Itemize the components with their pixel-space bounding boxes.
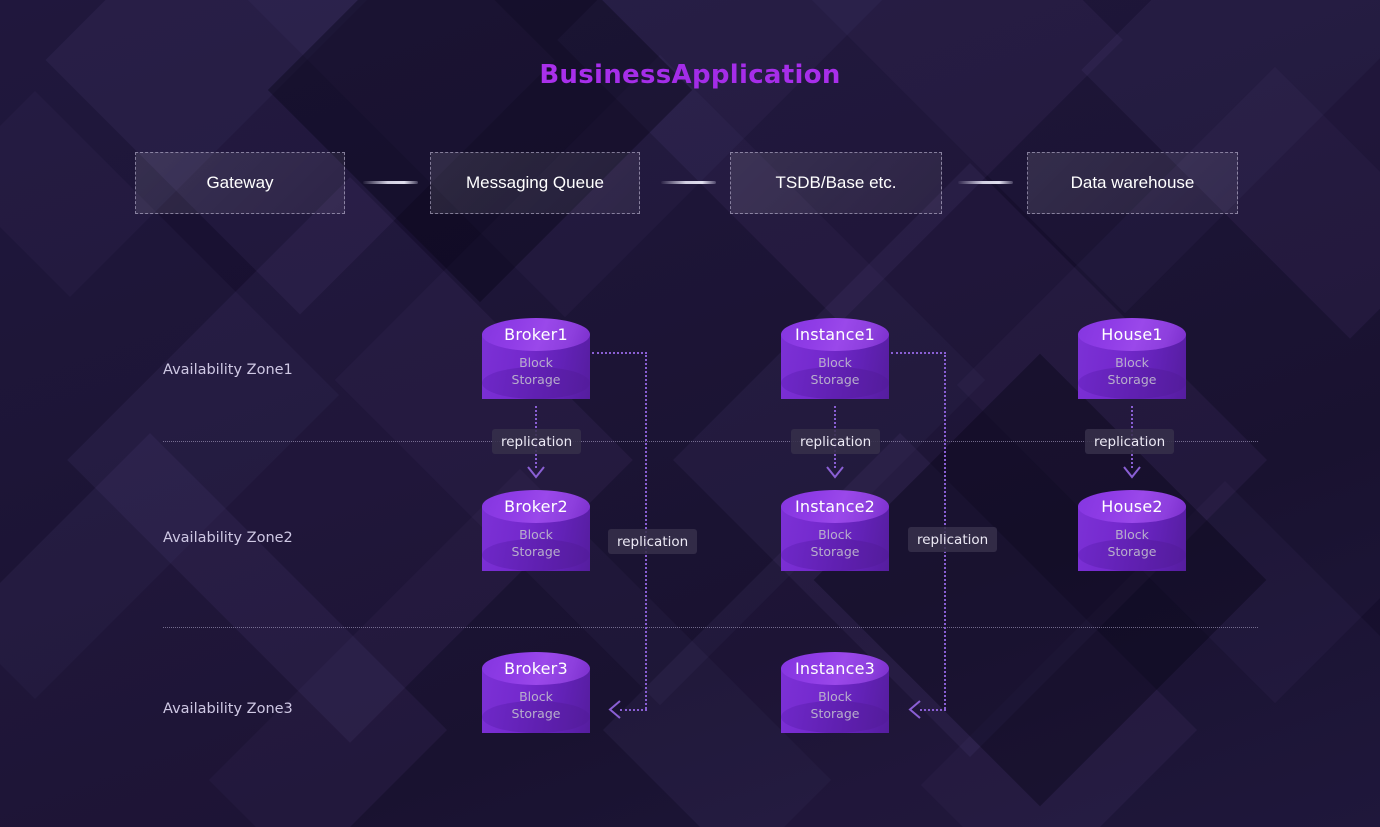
node-sublabel-line1: Block [818, 689, 852, 704]
cylinder-bottom [482, 539, 590, 571]
node-sublabel: Block Storage [482, 526, 590, 560]
cylinder-bottom [1078, 539, 1186, 571]
pipeline-box-messaging-queue[interactable]: Messaging Queue [430, 152, 640, 214]
node-sublabel-line2: Storage [511, 372, 561, 387]
cylinder-top [1078, 318, 1186, 351]
node-sublabel-line2: Storage [511, 706, 561, 721]
node-sublabel: Block Storage [482, 354, 590, 388]
node-sublabel-line2: Storage [1107, 544, 1157, 559]
page-title: BusinessApplication [0, 60, 1380, 90]
node-label: Instance3 [794, 659, 876, 678]
node-label: House1 [1101, 325, 1163, 344]
pipeline-box-tsdb[interactable]: TSDB/Base etc. [730, 152, 942, 214]
node-instance3[interactable]: Instance3 Block Storage [781, 652, 889, 749]
cylinder-bottom [482, 701, 590, 733]
connector-instance3-in [920, 709, 946, 711]
node-sublabel: Block Storage [1078, 354, 1186, 388]
connector-instance1-out [891, 352, 946, 354]
cylinder-top [482, 318, 590, 351]
node-broker3[interactable]: Broker3 Block Storage [482, 652, 590, 749]
node-sublabel-line2: Storage [810, 706, 860, 721]
connector-broker3-in [620, 709, 647, 711]
node-sublabel-line1: Block [519, 689, 553, 704]
node-label: Broker3 [504, 659, 568, 678]
node-label: Instance1 [794, 325, 876, 344]
cylinder-top [482, 490, 590, 523]
node-instance1[interactable]: Instance1 Block Storage [781, 318, 889, 415]
cylinder-bottom [482, 367, 590, 399]
connector-broker1-out [592, 352, 647, 354]
cylinder-bottom [1078, 367, 1186, 399]
node-sublabel-line2: Storage [511, 544, 561, 559]
node-label: House2 [1101, 497, 1163, 516]
cylinder-top [781, 490, 889, 523]
node-sublabel-line2: Storage [810, 544, 860, 559]
node-house2[interactable]: House2 Block Storage [1078, 490, 1186, 587]
node-sublabel-line1: Block [818, 527, 852, 542]
arrow-down-instance2 [826, 466, 844, 479]
node-label: Broker2 [504, 497, 568, 516]
node-sublabel-line1: Block [1115, 527, 1149, 542]
cylinder-top [781, 318, 889, 351]
zone-divider-1 [163, 441, 1258, 442]
arrow-left-instance3 [908, 700, 921, 719]
node-broker1[interactable]: Broker1 Block Storage [482, 318, 590, 415]
node-sublabel-line1: Block [519, 527, 553, 542]
replication-label-house-z1z2: replication [1085, 429, 1175, 454]
node-sublabel-line2: Storage [1107, 372, 1157, 387]
arrow-down-broker2 [527, 466, 545, 479]
cylinder-top [1078, 490, 1186, 523]
zone-label-3: Availability Zone3 [163, 701, 293, 717]
replication-label-instance-z1z2: replication [791, 429, 881, 454]
node-sublabel: Block Storage [1078, 526, 1186, 560]
node-sublabel: Block Storage [781, 354, 889, 388]
cylinder-top [482, 652, 590, 685]
node-sublabel: Block Storage [781, 688, 889, 722]
zone-label-2: Availability Zone2 [163, 530, 293, 546]
node-house1[interactable]: House1 Block Storage [1078, 318, 1186, 415]
cylinder-bottom [781, 539, 889, 571]
node-sublabel: Block Storage [781, 526, 889, 560]
cylinder-bottom [781, 367, 889, 399]
node-broker2[interactable]: Broker2 Block Storage [482, 490, 590, 587]
pipeline-link-2 [661, 181, 716, 184]
node-sublabel-line1: Block [818, 355, 852, 370]
node-label: Broker1 [504, 325, 568, 344]
replication-label-broker-z1z2: replication [492, 429, 582, 454]
node-instance2[interactable]: Instance2 Block Storage [781, 490, 889, 587]
arrow-down-house2 [1123, 466, 1141, 479]
zone-label-1: Availability Zone1 [163, 362, 293, 378]
pipeline-box-gateway[interactable]: Gateway [135, 152, 345, 214]
replication-label-instance-z3: replication [908, 527, 998, 552]
replication-label-broker-z3: replication [608, 529, 698, 554]
pipeline-link-3 [958, 181, 1013, 184]
arrow-left-broker3 [608, 700, 621, 719]
cylinder-top [781, 652, 889, 685]
node-sublabel-line1: Block [1115, 355, 1149, 370]
node-sublabel-line1: Block [519, 355, 553, 370]
node-label: Instance2 [794, 497, 876, 516]
pipeline-box-data-warehouse[interactable]: Data warehouse [1027, 152, 1238, 214]
node-sublabel-line2: Storage [810, 372, 860, 387]
pipeline-link-1 [363, 181, 418, 184]
node-sublabel: Block Storage [482, 688, 590, 722]
cylinder-bottom [781, 701, 889, 733]
zone-divider-2 [163, 627, 1258, 628]
